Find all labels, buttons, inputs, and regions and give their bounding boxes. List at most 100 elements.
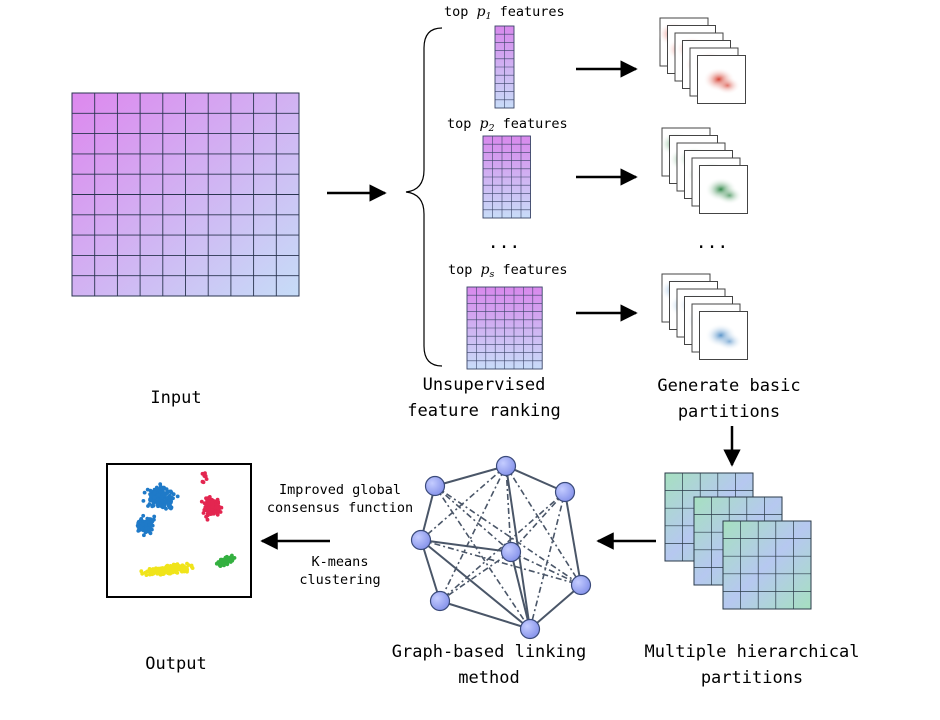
scatter-point xyxy=(184,567,189,572)
feature-brace xyxy=(405,27,443,367)
graph-edge-strong xyxy=(420,539,441,602)
scatter-point xyxy=(210,504,215,509)
scatter-point xyxy=(167,489,172,494)
output-scatter-points xyxy=(135,471,237,577)
scatter-point xyxy=(165,496,169,501)
graph-edge-strong xyxy=(505,465,566,493)
scatter-point xyxy=(156,493,161,497)
scatter-point xyxy=(223,558,228,563)
scatter-point xyxy=(147,502,152,506)
scatter-point xyxy=(207,501,211,506)
scatter-point xyxy=(215,502,220,507)
scatter-point xyxy=(216,509,221,513)
consensus-line1: Improved global xyxy=(279,482,401,498)
scatter-point xyxy=(173,563,178,567)
graph-edge-weak xyxy=(510,551,582,586)
graph-node xyxy=(500,541,522,563)
scatter-point xyxy=(207,495,212,499)
graph-node xyxy=(554,481,576,503)
ellipsis-partitions: ... xyxy=(696,232,729,253)
scatter-point xyxy=(145,516,150,521)
scatter-point xyxy=(168,495,173,499)
scatter-point xyxy=(142,490,147,495)
scatter-point xyxy=(161,491,166,496)
graph-node xyxy=(495,455,517,477)
scatter-point xyxy=(162,486,167,491)
graph-edge-weak xyxy=(434,485,582,586)
input-matrix xyxy=(71,92,300,297)
graph-edge-weak xyxy=(420,465,507,541)
scatter-point xyxy=(207,506,211,511)
hier-label-line2: partitions xyxy=(701,668,803,688)
scatter-point xyxy=(230,556,235,561)
graph-edge-weak xyxy=(439,551,512,602)
feature-label-p1: top p1 features xyxy=(444,4,565,22)
scatter-point xyxy=(205,517,210,522)
scatter-point xyxy=(149,519,154,524)
scatter-point xyxy=(166,501,171,505)
graph-edge-strong xyxy=(564,491,582,586)
scatter-point xyxy=(148,531,153,536)
scatter-point xyxy=(148,497,153,502)
scatter-point xyxy=(147,523,152,528)
hier-label-line1: Multiple hierarchical xyxy=(645,642,860,662)
consensus-line2: consensus function xyxy=(267,500,413,516)
graph-edge-weak xyxy=(434,485,512,553)
scatter-point xyxy=(146,569,150,574)
scatter-point xyxy=(201,511,206,515)
scatter-point xyxy=(136,528,141,533)
scatter-point xyxy=(139,569,144,574)
input-matrix-gridlines xyxy=(72,93,299,296)
basic-partitions-blue-stack xyxy=(660,273,748,360)
scatter-point xyxy=(189,565,194,569)
graph-node xyxy=(429,590,451,612)
scatter-point xyxy=(167,505,172,510)
scatter-point xyxy=(158,490,163,494)
scatter-point xyxy=(186,563,191,567)
scatter-point xyxy=(140,522,145,527)
scatter-point xyxy=(152,499,156,503)
scatter-point xyxy=(152,490,157,495)
scatter-point xyxy=(158,484,163,489)
graph-label-line1: Graph-based linking xyxy=(392,642,586,662)
scatter-point xyxy=(209,511,214,515)
scatter-point xyxy=(199,499,204,504)
graph-edge-weak xyxy=(439,465,507,602)
feature-label-p2: top p2 features xyxy=(447,116,568,134)
scatter-point xyxy=(141,513,146,518)
scatter-point xyxy=(139,517,144,521)
scatter-point xyxy=(141,499,146,503)
partitions-label-line2: partitions xyxy=(678,402,780,422)
scatter-point xyxy=(152,514,157,519)
feature-matrix-ps xyxy=(466,286,543,370)
partition-blob xyxy=(716,332,743,351)
scatter-point xyxy=(210,501,215,506)
scatter-point xyxy=(174,567,179,571)
output-label: Output xyxy=(145,654,206,674)
graph-edge-weak xyxy=(434,485,531,630)
scatter-point xyxy=(165,567,170,572)
feature-matrix-p2 xyxy=(482,135,531,219)
scatter-point xyxy=(154,485,159,490)
scatter-point xyxy=(202,508,207,512)
graph-node xyxy=(519,618,541,640)
graph-edge-strong xyxy=(439,600,531,630)
scatter-point xyxy=(182,564,187,569)
partition-blob xyxy=(714,76,741,95)
output-cluster-plot xyxy=(106,463,252,598)
graph-edge-weak xyxy=(505,465,582,586)
scatter-point xyxy=(216,560,221,564)
graph-node xyxy=(410,529,432,551)
scatter-point xyxy=(230,553,234,558)
partition-blob xyxy=(716,186,743,205)
scatter-point xyxy=(152,495,157,500)
scatter-point xyxy=(202,474,207,478)
scatter-point xyxy=(168,570,173,574)
scatter-point xyxy=(144,527,149,531)
input-label: Input xyxy=(150,388,201,408)
graph-edge-strong xyxy=(420,539,512,553)
scatter-point xyxy=(204,496,208,501)
scatter-point xyxy=(149,493,154,498)
scatter-point xyxy=(175,494,180,499)
scatter-point xyxy=(155,567,159,572)
